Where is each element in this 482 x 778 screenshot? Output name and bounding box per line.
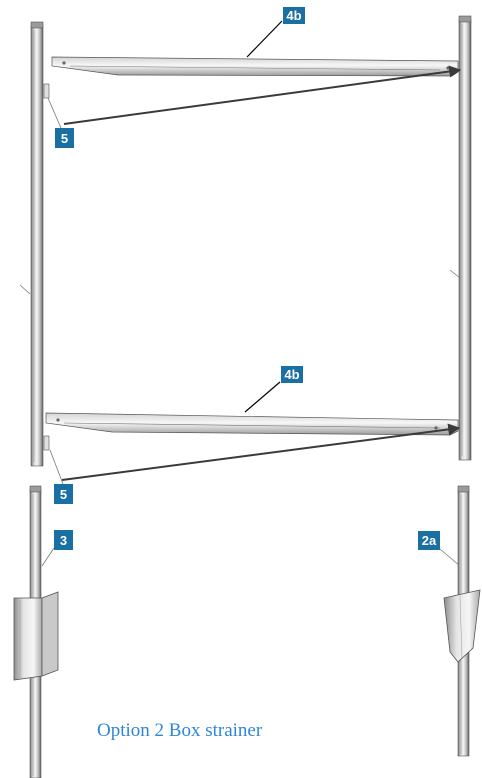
top-rail bbox=[52, 57, 458, 76]
callout-right-post: 2a bbox=[418, 531, 440, 550]
svg-text:4b: 4b bbox=[286, 8, 301, 23]
callout-bottom-fixing: 5 bbox=[54, 484, 73, 504]
svg-text:4b: 4b bbox=[284, 367, 299, 382]
right-tapered-sleeve bbox=[444, 590, 480, 662]
leader-right-post bbox=[440, 549, 460, 566]
svg-text:5: 5 bbox=[60, 487, 67, 502]
callout-left-post: 3 bbox=[54, 530, 73, 550]
leader-left-post bbox=[42, 548, 54, 566]
callout-top-fixing: 5 bbox=[55, 128, 74, 148]
leader-bottom-fixing bbox=[50, 450, 63, 484]
post-tick-left bbox=[20, 285, 30, 294]
left-box-sleeve bbox=[14, 592, 58, 680]
svg-text:5: 5 bbox=[61, 131, 68, 146]
svg-text:2a: 2a bbox=[422, 533, 437, 548]
bracket-top bbox=[44, 84, 49, 98]
callout-top-rail: 4b bbox=[283, 7, 305, 24]
arrow-top bbox=[64, 70, 460, 124]
bracket-bottom bbox=[44, 436, 49, 450]
left-post-upper bbox=[31, 22, 43, 466]
option-caption: Option 2 Box strainer bbox=[97, 720, 262, 742]
bottom-rail bbox=[46, 413, 458, 435]
leader-top-fixing bbox=[48, 98, 61, 128]
leader-bottom-rail bbox=[245, 382, 280, 412]
right-post-upper bbox=[459, 16, 471, 460]
svg-text:3: 3 bbox=[60, 533, 67, 548]
arrow-bottom bbox=[62, 428, 459, 480]
post-tick-right bbox=[450, 270, 460, 278]
callout-bottom-rail: 4b bbox=[281, 366, 303, 383]
leader-top-rail bbox=[247, 21, 282, 57]
